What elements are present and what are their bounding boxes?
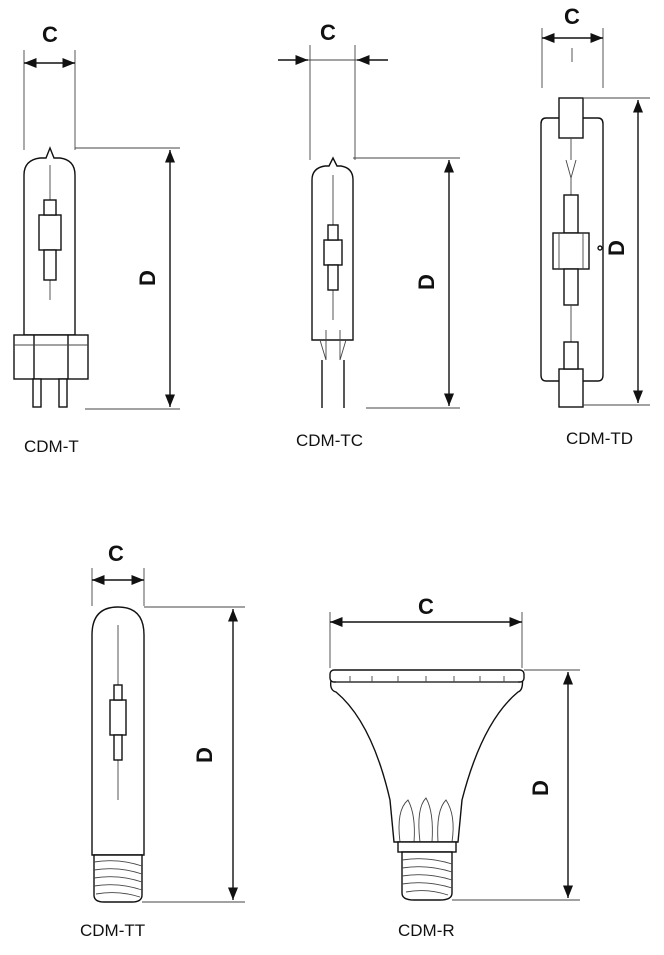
cdm-t-length-label: D	[135, 270, 160, 286]
lamp-cdm-t: C D CDM-T	[13, 22, 180, 456]
cdm-tt-lamp-drawing	[91, 606, 145, 903]
cdm-r-lamp-drawing	[329, 669, 525, 901]
cdm-tc-length-label: D	[414, 274, 439, 290]
cdm-r-width-dimension: C	[329, 594, 523, 668]
cdm-t-length-dimension: D	[75, 147, 180, 410]
cdm-tc-caption: CDM-TC	[296, 431, 363, 450]
cdm-r-width-label: C	[418, 594, 434, 619]
cdm-td-caption: CDM-TD	[566, 429, 633, 448]
lamp-cdm-r: C D CDM-R	[329, 594, 580, 940]
lamp-cdm-tt: C D CDM-TT	[80, 541, 245, 940]
lamp-cdm-td: C D CDM-TD	[540, 4, 650, 448]
cdm-r-length-label: D	[528, 780, 553, 796]
cdm-tc-length-dimension: D	[353, 157, 460, 409]
cdm-td-length-dimension: D	[583, 97, 650, 406]
cdm-t-width-label: C	[42, 22, 58, 47]
cdm-td-length-label: D	[604, 240, 629, 256]
cdm-tt-length-dimension: D	[142, 606, 245, 903]
cdm-r-caption: CDM-R	[398, 921, 455, 940]
cdm-td-lamp-drawing	[540, 97, 604, 408]
cdm-t-width-dimension: C	[23, 22, 76, 150]
cdm-tt-width-dimension: C	[91, 541, 145, 606]
cdm-tt-caption: CDM-TT	[80, 921, 145, 940]
cdm-tc-lamp-drawing	[311, 156, 354, 408]
cdm-td-width-dimension: C	[541, 4, 604, 88]
cdm-td-width-label: C	[564, 4, 580, 29]
cdm-tc-width-label: C	[320, 20, 336, 45]
cdm-t-lamp-drawing	[13, 146, 89, 408]
cdm-tt-width-label: C	[108, 541, 124, 566]
cdm-tt-length-label: D	[192, 747, 217, 763]
lamp-cdm-tc: C D CDM-TC	[278, 20, 460, 450]
cdm-t-caption: CDM-T	[24, 437, 79, 456]
cdm-tc-width-dimension: C	[278, 20, 388, 160]
cdm-r-length-dimension: D	[452, 669, 580, 901]
